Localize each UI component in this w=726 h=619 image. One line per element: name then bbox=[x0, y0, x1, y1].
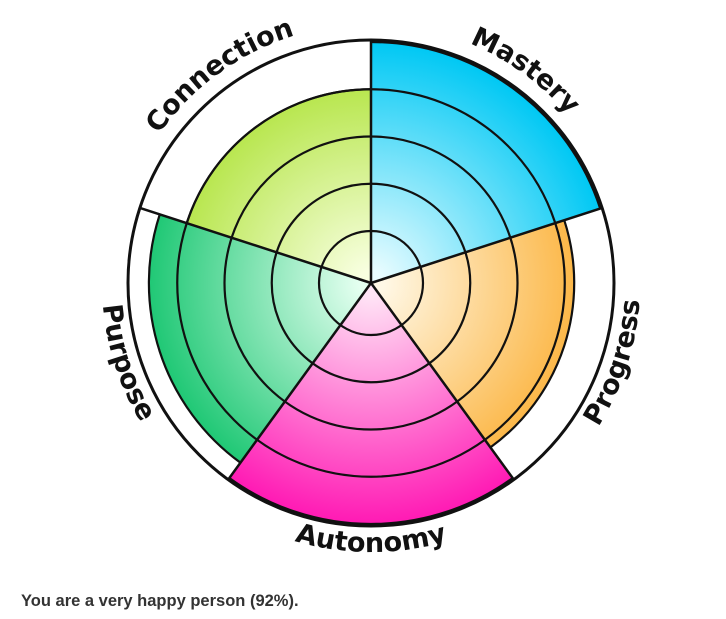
segment-purpose bbox=[148, 214, 371, 463]
segment-edge-connection bbox=[185, 88, 372, 224]
divider-line bbox=[227, 282, 373, 481]
segment-edge-purpose bbox=[147, 214, 242, 464]
divider-line bbox=[369, 282, 515, 481]
result-text: You are a very happy person (92%). bbox=[21, 592, 299, 610]
segment-edge-mastery bbox=[370, 40, 602, 209]
divider-line bbox=[370, 206, 603, 285]
segment-mastery bbox=[371, 42, 601, 283]
segment-edge-progress bbox=[489, 219, 576, 449]
segment-edge-autonomy bbox=[228, 477, 514, 526]
divider-line bbox=[139, 206, 372, 285]
